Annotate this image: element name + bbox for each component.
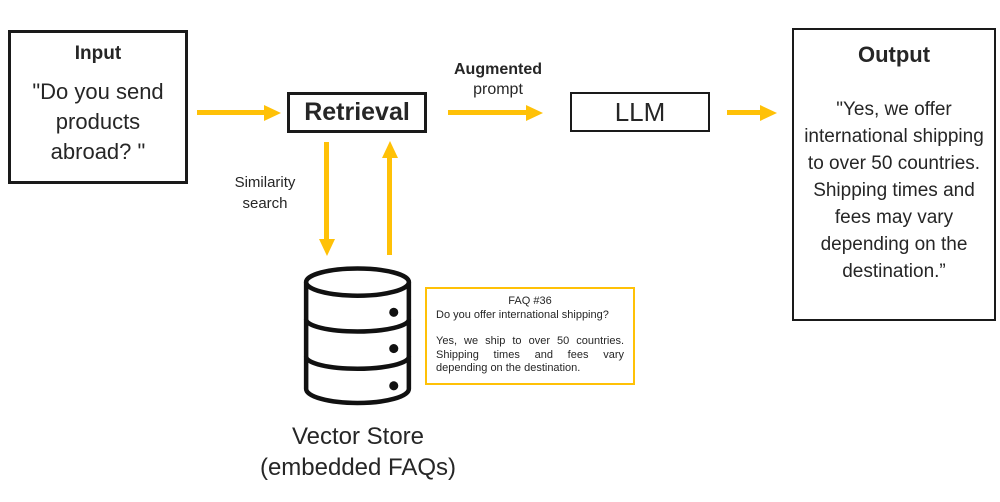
arrow-retrieval-to-store-line — [324, 142, 329, 240]
augmented-prompt-line2: prompt — [473, 81, 523, 98]
augmented-prompt-line1: Augmented — [454, 61, 542, 78]
faq-note-question: Do you offer international shipping? — [436, 308, 609, 321]
augmented-prompt-label: Augmented prompt — [447, 60, 549, 100]
arrow-store-to-retrieval-line — [387, 157, 392, 255]
arrow-retrieval-to-store-head — [318, 239, 335, 256]
output-quote-text: "Yes, we offer international shipping to… — [804, 99, 984, 282]
faq-note-title: FAQ #36 — [508, 295, 552, 307]
input-box-title: Input — [74, 43, 122, 64]
input-box: Input "Do you send products abroad? " — [8, 30, 188, 184]
similarity-search-line2: search — [242, 195, 288, 212]
arrow-retrieval-to-llm-head — [526, 104, 543, 121]
similarity-search-line1: Similarity — [234, 174, 296, 191]
arrow-input-to-retrieval-line — [197, 110, 265, 115]
llm-box: LLM — [570, 92, 710, 132]
retrieval-box: Retrieval — [287, 92, 427, 133]
input-quote-text: "Do you send products abroad? " — [32, 79, 164, 164]
arrow-retrieval-to-llm-line — [448, 110, 527, 115]
database-cylinder-icon — [303, 266, 412, 406]
arrow-input-to-retrieval-head — [264, 104, 281, 121]
llm-label: LLM — [614, 96, 666, 127]
arrow-llm-to-output-line — [727, 110, 761, 115]
vector-store-line2: (embedded FAQs) — [259, 454, 457, 481]
similarity-search-label: Similarity search — [212, 172, 318, 214]
output-box-title: Output — [857, 42, 931, 67]
vector-store-label: Vector Store (embedded FAQs) — [237, 421, 479, 483]
vector-store-line1: Vector Store — [291, 423, 425, 450]
arrow-llm-to-output-head — [760, 104, 777, 121]
retrieval-label: Retrieval — [304, 98, 410, 126]
arrow-store-to-retrieval-head — [381, 141, 398, 158]
output-box: Output "Yes, we offer international ship… — [792, 28, 996, 321]
faq-note-box: FAQ #36 Do you offer international shipp… — [425, 287, 635, 385]
faq-note-answer: Yes, we ship to over 50 countries. Shipp… — [436, 335, 624, 374]
